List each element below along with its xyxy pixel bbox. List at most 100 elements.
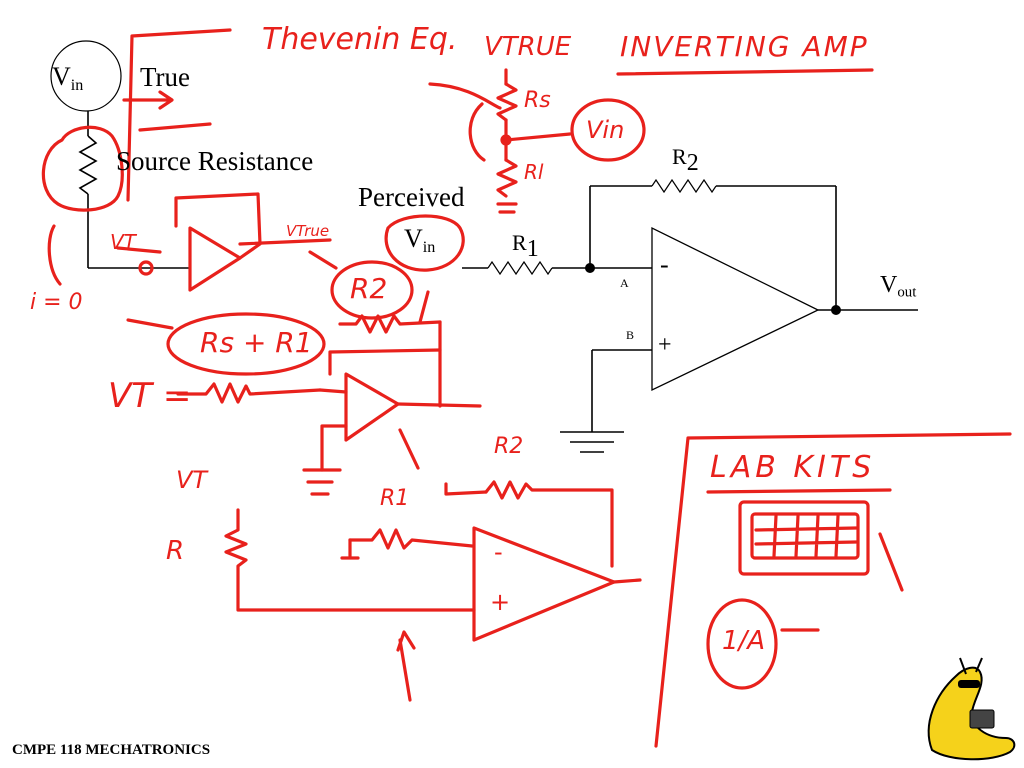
- mid-ground: [302, 468, 342, 496]
- i-zero-note: i = 0: [30, 290, 83, 315]
- vout-label: Vout: [880, 272, 916, 301]
- tap-wire: [504, 132, 572, 142]
- one-over-a-circle: [706, 598, 778, 690]
- r1-resistor: [487, 260, 553, 276]
- buffer-opamp-top: [188, 226, 242, 292]
- side-curve: [468, 102, 486, 162]
- tap-dot: [500, 134, 512, 146]
- rl-note: Rl: [524, 160, 544, 184]
- lab-kit-box-outer: [738, 500, 870, 576]
- arrow-to-circle: [418, 290, 430, 324]
- slug-antenna-2: [975, 657, 983, 673]
- vt-eq-note: VT =: [108, 376, 192, 416]
- r2-main: R: [672, 144, 687, 169]
- r2-circled-note: R2: [350, 272, 388, 305]
- opamp-bottom: [472, 526, 616, 642]
- underline-title: [616, 68, 874, 76]
- vt-arrow: [116, 246, 162, 254]
- perceived-label: Perceived: [358, 182, 465, 212]
- footer-course-title: CMPE 118 MECHATRONICS: [12, 742, 211, 758]
- node-b-label: B: [626, 328, 635, 342]
- r2-circle: [330, 260, 414, 320]
- vtrue-small-note: VTrue: [286, 222, 330, 240]
- rs-arrow: [428, 82, 502, 110]
- source-resistance-label: Source Resistance: [116, 146, 314, 176]
- r2-load-zigzag: [338, 314, 442, 334]
- opamp-minus-label: -: [660, 250, 669, 279]
- vout-main: V: [880, 272, 898, 298]
- vin-circle-annotation: [570, 98, 646, 162]
- thevenin-note: Thevenin Eq.: [262, 22, 458, 57]
- bottom-output: [612, 578, 642, 584]
- buffer-opamp-mid: [344, 372, 400, 442]
- bottom-feedback: [444, 482, 488, 496]
- r1-sub: 1: [526, 236, 539, 262]
- lab-kits-frame: [654, 432, 1012, 748]
- vtrue-note: VTRUE: [484, 32, 572, 62]
- slug-laptop: [969, 709, 995, 729]
- mid-buffer-out: [396, 402, 482, 408]
- rs-zigzag: [496, 82, 518, 122]
- lab-kits-note: LAB KITS: [710, 450, 876, 485]
- arrow-to-rs-r1: [126, 318, 174, 330]
- rs-r1-circle: [166, 312, 326, 376]
- buffer-output-line: [238, 238, 332, 246]
- r-lower-note: R: [166, 536, 185, 566]
- rs-r1-note: Rs + R1: [200, 326, 313, 359]
- bottom-minus-note: -: [494, 538, 503, 566]
- vin-source-circle: [50, 40, 122, 112]
- vin-left-main: V: [52, 62, 71, 91]
- source-resistor-blob: [41, 125, 124, 212]
- mid-buffer-in: [320, 424, 348, 472]
- bottom-r2-zigzag: [484, 480, 614, 568]
- vin-circle-note: Vin: [586, 116, 625, 144]
- buffer-input-dot: [138, 260, 154, 276]
- vin-right-main: V: [404, 224, 423, 253]
- output-dot: [831, 305, 841, 315]
- bottom-arrow: [396, 630, 416, 702]
- opamp-triangle: [651, 226, 820, 392]
- thevenin-bracket: [126, 28, 232, 202]
- vt-note: VT: [110, 230, 136, 254]
- bottom-plus-note: +: [490, 588, 511, 616]
- r1-main: R: [512, 230, 527, 255]
- node-a-label: A: [620, 276, 629, 290]
- bottom-source-zigzag: [224, 508, 476, 612]
- banana-slug-mascot: [927, 657, 1016, 761]
- vout-sub: out: [897, 284, 917, 301]
- lab-kit-grid: [754, 514, 858, 558]
- rs-note: Rs: [524, 88, 551, 113]
- mid-buffer-wire: [318, 348, 442, 394]
- r1-lower-note: R1: [380, 486, 410, 511]
- inverting-amp-note: INVERTING AMP: [620, 30, 869, 63]
- r2-resistor: [651, 178, 717, 194]
- one-over-a-note: 1/A: [722, 626, 766, 656]
- arrow-to-r2: [308, 250, 338, 270]
- slug-antenna-1: [959, 657, 967, 675]
- slug-sunglasses: [958, 680, 980, 688]
- arrow-to-true: [122, 90, 174, 110]
- vt-lower-note: VT: [176, 466, 208, 494]
- source-resistor: [78, 135, 98, 195]
- perceived-circle: [384, 214, 465, 272]
- r2-lower-note: R2: [494, 434, 524, 459]
- lab-kit-box-inner: [750, 512, 860, 560]
- vt-resistor: [176, 382, 322, 404]
- r2-sub: 2: [686, 150, 699, 176]
- arrow-to-resistance: [138, 122, 212, 132]
- vin-perceived-label: Vin: [404, 224, 435, 257]
- bottom-r1-zigzag: [348, 528, 474, 550]
- current-bracket: [47, 224, 62, 286]
- vin-right-sub: in: [422, 238, 436, 256]
- down-arrow: [398, 428, 420, 470]
- lab-kits-underline: [706, 488, 892, 494]
- opamp-plus-label: +: [658, 332, 672, 358]
- rl-zigzag: [496, 158, 518, 198]
- vin-source-label: Vin: [52, 62, 83, 95]
- true-label: True: [140, 62, 191, 92]
- buffer-feedback-top: [174, 192, 262, 260]
- r1-label: R1: [512, 230, 539, 262]
- lab-kit-mark: [878, 532, 904, 592]
